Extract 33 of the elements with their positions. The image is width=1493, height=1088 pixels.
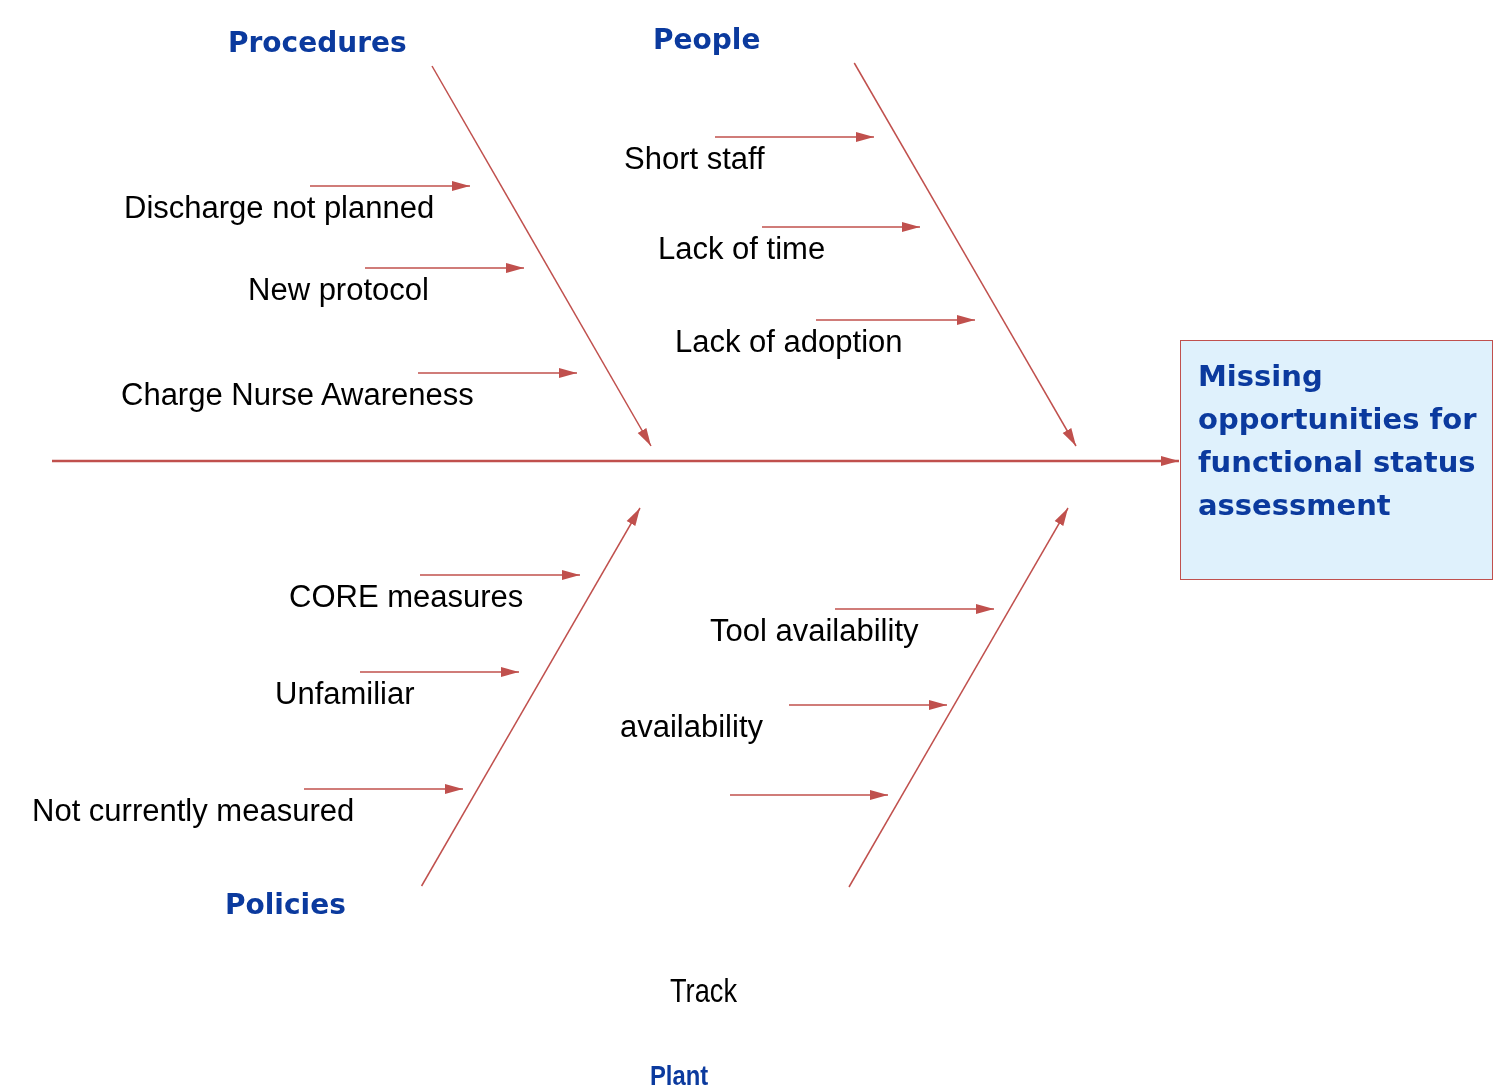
bone-arrow <box>420 507 641 887</box>
cause-arrow <box>303 784 464 794</box>
category-label: Procedures <box>228 26 407 60</box>
cause-label: Short staff <box>624 141 765 177</box>
cause-label: Unfamiliar <box>275 676 415 712</box>
cause-arrow <box>834 604 995 614</box>
cause-arrow <box>359 667 520 677</box>
category-label: People <box>653 23 761 57</box>
bone-arrow <box>853 62 1077 447</box>
cause-arrow <box>761 222 921 232</box>
cause-label: Lack of adoption <box>675 324 903 360</box>
cause-label: CORE measures <box>289 579 524 615</box>
category-label: Policies <box>225 888 346 922</box>
cause-label: Not currently measured <box>32 793 355 829</box>
cause-label: New protocol <box>248 272 429 308</box>
cause-arrow <box>309 181 471 191</box>
cause-arrow <box>788 700 948 710</box>
note-text: Track <box>670 970 737 1010</box>
cause-arrow <box>815 315 976 325</box>
spine-arrow <box>52 456 1179 466</box>
cause-arrow <box>419 570 581 580</box>
cause-label: Tool availability <box>710 613 919 649</box>
effect-box <box>1180 340 1493 580</box>
cause-label: Discharge not planned <box>124 190 435 226</box>
cause-label: availability <box>620 709 763 745</box>
cause-arrow <box>714 132 875 142</box>
cause-label: Charge Nurse Awareness <box>121 377 474 413</box>
effect-text: Missing opportunities for functional status assessment <box>1198 358 1478 524</box>
cause-arrow <box>417 368 578 378</box>
cause-label: Lack of time <box>658 231 826 267</box>
category-label: Plant <box>650 1059 709 1088</box>
cause-arrow <box>364 263 525 273</box>
bone-arrow <box>431 65 652 447</box>
